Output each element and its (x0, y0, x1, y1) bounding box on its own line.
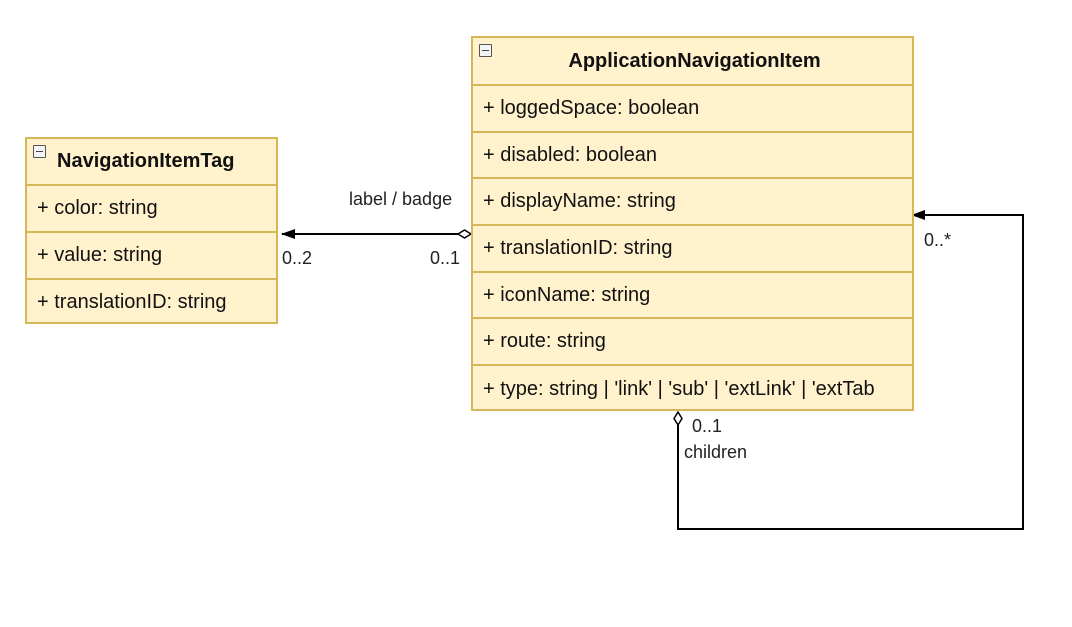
attribute-row[interactable]: + route: string (473, 319, 912, 367)
tag-source-multiplicity: 0..1 (430, 248, 461, 268)
attribute-row[interactable]: + translationID: string (37, 291, 227, 313)
tag-aggregation-diamond (456, 229, 473, 239)
attribute-row[interactable]: + disabled: boolean (473, 133, 912, 180)
class-header[interactable]: NavigationItemTag (27, 139, 276, 186)
class-application-navigation-item[interactable]: ApplicationNavigationItem + loggedSpace:… (471, 36, 914, 411)
class-header[interactable]: ApplicationNavigationItem (473, 38, 912, 86)
collapse-icon[interactable] (479, 44, 492, 57)
children-association-label: children (684, 442, 748, 462)
attribute-row[interactable]: + loggedSpace: boolean (473, 86, 912, 133)
children-target-multiplicity: 0..* (924, 230, 952, 250)
attribute-row[interactable]: + type: string | 'link' | 'sub' | 'extLi… (483, 377, 875, 400)
attribute-row[interactable]: + displayName: string (473, 179, 912, 227)
tag-association-label: label / badge (349, 189, 453, 209)
children-source-multiplicity: 0..1 (692, 416, 723, 436)
collapse-icon[interactable] (33, 145, 46, 158)
attribute-row[interactable]: + iconName: string (473, 273, 912, 320)
children-aggregation-diamond (673, 410, 683, 427)
class-name: ApplicationNavigationItem (568, 49, 821, 72)
class-name: NavigationItemTag (57, 150, 235, 172)
attribute-row[interactable]: + color: string (27, 186, 276, 233)
tag-target-multiplicity: 0..2 (282, 248, 313, 268)
children-association-line (677, 210, 1024, 530)
attribute-row[interactable]: + value: string (27, 233, 276, 280)
attribute-row[interactable]: + translationID: string (473, 226, 912, 273)
class-navigation-item-tag[interactable]: NavigationItemTag + color: string + valu… (25, 137, 278, 324)
